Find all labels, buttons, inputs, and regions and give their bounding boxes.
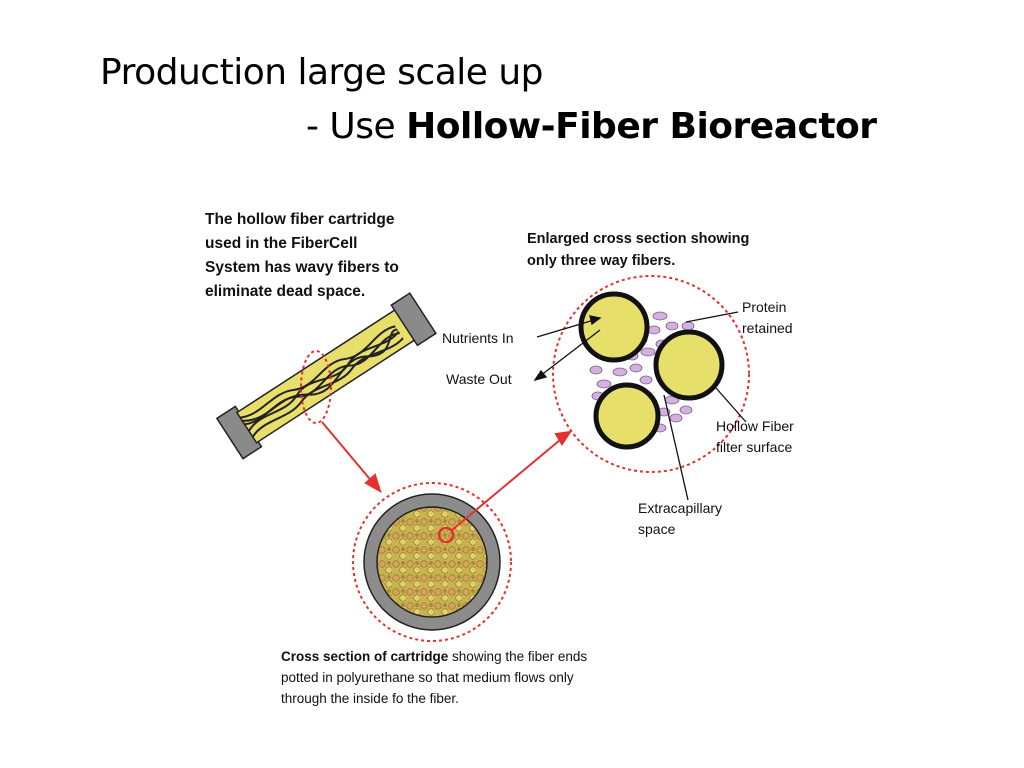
enlarged-caption-line: Enlarged cross section showing [527,231,750,247]
cross-section-caption-rest: showing the fiber ends [448,649,588,664]
cross-section-caption-bold: Cross section of cartridge [281,649,449,664]
cartridge-endcap-right [390,292,437,347]
hollow-fiber-cartridge [215,292,437,460]
label-waste-out: Waste Out [446,371,512,387]
subtitle-prefix: - Use [306,106,407,147]
arrow-to-cross-section [321,421,382,494]
cartridge-caption-line: The hollow fiber cartridge [205,211,395,228]
label-protein-retained: Protein retained [742,297,793,339]
fiber-2 [653,329,725,401]
enlarged-cross-section [552,275,750,473]
fiber-1 [578,291,650,363]
label-line: space [638,521,676,537]
label-line: retained [742,320,793,336]
enlarged-caption-line: only three way fibers. [527,253,676,269]
slide-subtitle: - Use Hollow-Fiber Bioreactor [306,106,877,147]
cartridge-caption-line: used in the FiberCell [205,235,358,252]
cross-section-caption-line: Cross section of cartridge showing the f… [281,646,587,667]
fiber-3 [593,382,661,450]
label-line: Hollow Fiber [716,418,794,434]
label-nutrients-in: Nutrients In [442,330,514,346]
label-line: filter surface [716,439,793,455]
enlarged-caption: Enlarged cross section showing only thre… [527,228,749,272]
label-hollow-fiber: Hollow Fiber filter surface [716,416,794,458]
cross-section-caption-line: through the inside fo the fiber. [281,691,459,706]
arrow-to-enlarged [451,430,573,531]
slide-title: Production large scale up [100,52,544,93]
cartridge-cross-section [352,482,512,642]
label-extracapillary: Extracapillary space [638,498,722,540]
zoom-marker [437,526,455,544]
cartridge-caption: The hollow fiber cartridge used in the F… [205,208,399,304]
cartridge-caption-line: eliminate dead space. [205,283,366,300]
cross-section-caption: Cross section of cartridge showing the f… [281,646,587,709]
cartridge-caption-line: System has wavy fibers to [205,259,399,276]
label-line: Extracapillary [638,500,723,516]
label-line: Protein [742,299,787,315]
cross-section-caption-line: potted in polyurethane so that medium fl… [281,670,574,685]
pointer-lines [533,311,747,501]
cartridge-highlight [300,350,332,424]
subtitle-bold: Hollow-Fiber Bioreactor [406,106,877,147]
